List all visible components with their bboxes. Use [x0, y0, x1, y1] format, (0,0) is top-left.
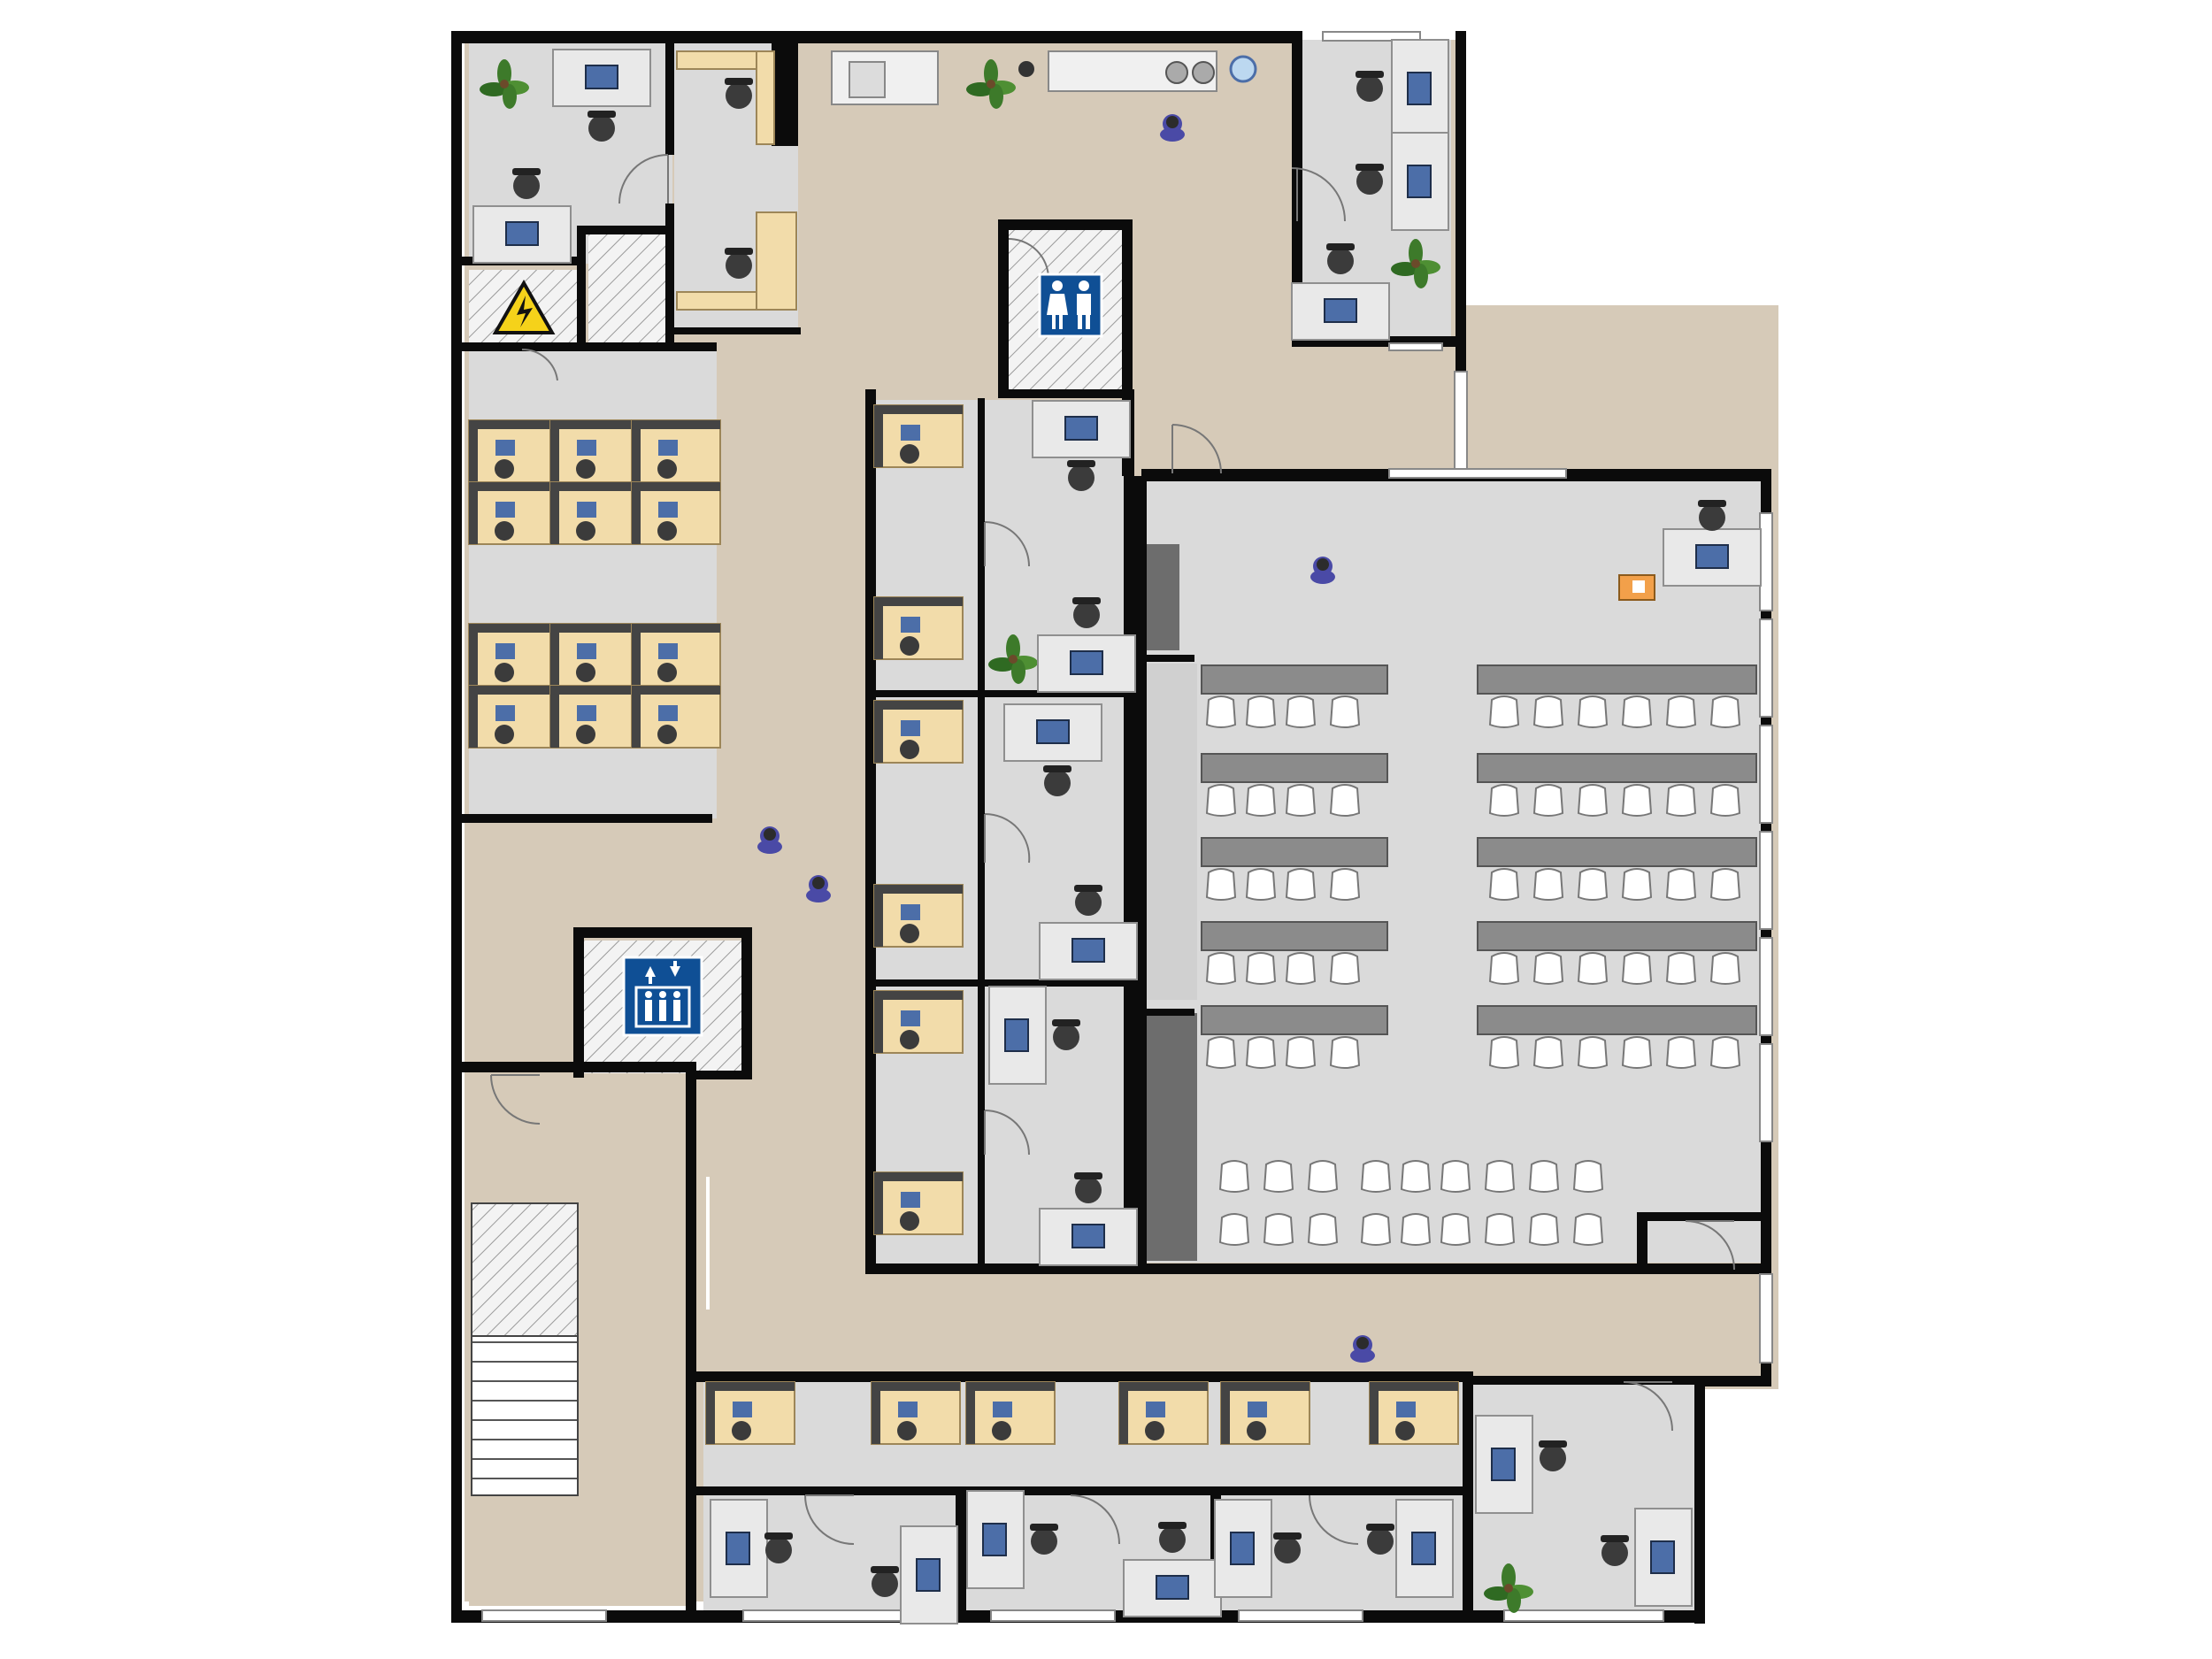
restroom-icon — [1038, 273, 1103, 338]
reception-furniture — [676, 50, 1257, 311]
stairs-top-hatch — [471, 1202, 579, 1337]
training-room-furniture — [1201, 500, 1762, 1245]
room-office-column — [985, 400, 1126, 1267]
training-dark-panel — [1146, 1013, 1197, 1261]
room-closet — [588, 232, 666, 342]
high-voltage-icon — [492, 279, 556, 334]
room-bottom-offices — [703, 1495, 1469, 1619]
windows — [481, 31, 1773, 1622]
walls — [451, 31, 1771, 1624]
training-top-panel — [1146, 544, 1179, 650]
room-training — [1146, 480, 1761, 1263]
elevator-icon — [622, 956, 703, 1037]
room-cubicle-column — [872, 400, 979, 1267]
doors — [490, 154, 1735, 1545]
training-side-aisle — [1146, 664, 1197, 1000]
room-bottom-cubicles — [703, 1380, 1469, 1491]
